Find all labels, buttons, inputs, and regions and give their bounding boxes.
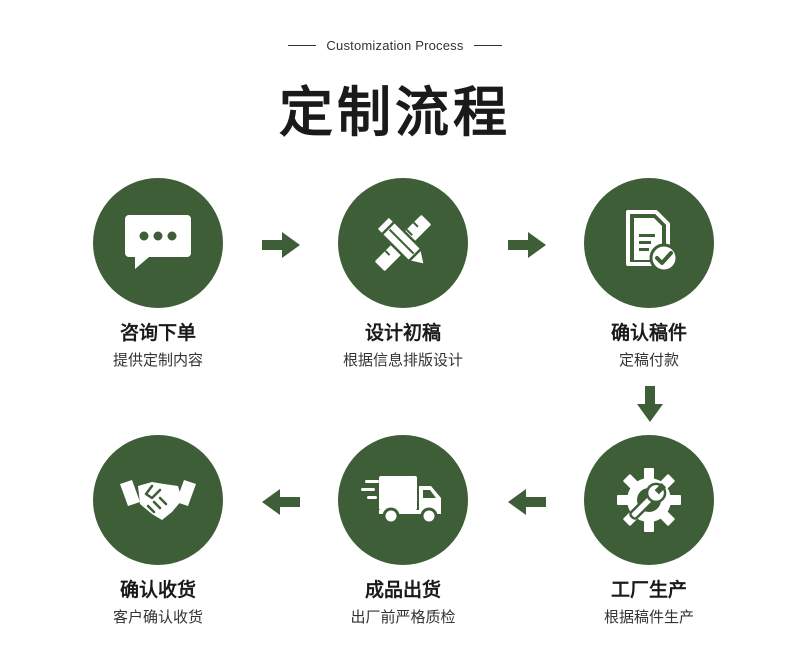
arrow-right-icon [508,232,546,258]
step-confirm-draft: 确认稿件 定稿付款 [564,178,734,370]
step-ship-product: 成品出货 出厂前严格质检 [318,435,488,627]
step-circle [93,178,223,308]
step-factory-production: 工厂生产 根据稿件生产 [564,435,734,627]
gear-wrench-icon [617,468,681,532]
page-title: 定制流程 [279,81,511,144]
step-title: 设计初稿 [364,322,441,344]
subtitle-line-left [288,44,317,47]
delivery-truck-icon [361,476,441,525]
step-consult-order: 咨询下单 提供定制内容 [73,178,243,370]
arrow-left-icon [262,489,300,515]
step-circle [338,435,468,565]
step-circle [584,178,714,308]
step-desc: 定稿付款 [618,351,679,369]
step-title: 咨询下单 [119,322,196,344]
pencil-ruler-icon [374,214,431,271]
arrow-left-icon [508,489,546,515]
step-title: 确认稿件 [610,322,687,344]
arrow-down-icon [637,386,663,422]
step-title: 确认收货 [119,579,196,601]
subtitle-line-right [473,44,502,47]
subtitle: Customization Process [326,38,464,53]
chat-bubble-icon [125,215,191,269]
step-confirm-receipt: 确认收货 客户确认收货 [73,435,243,627]
step-desc: 客户确认收货 [112,608,203,626]
step-circle [584,435,714,565]
arrow-right-icon [262,232,300,258]
subtitle-row: Customization Process [0,38,790,53]
step-design-draft: 设计初稿 根据信息排版设计 [318,178,488,370]
step-desc: 根据稿件生产 [603,608,694,626]
document-check-icon [626,210,679,273]
step-desc: 根据信息排版设计 [342,351,463,369]
step-title: 成品出货 [364,579,441,601]
step-circle [338,178,468,308]
step-circle [93,435,223,565]
step-desc: 提供定制内容 [112,351,203,369]
step-title: 工厂生产 [610,579,687,601]
handshake-icon [120,480,196,520]
step-desc: 出厂前严格质检 [350,608,456,626]
